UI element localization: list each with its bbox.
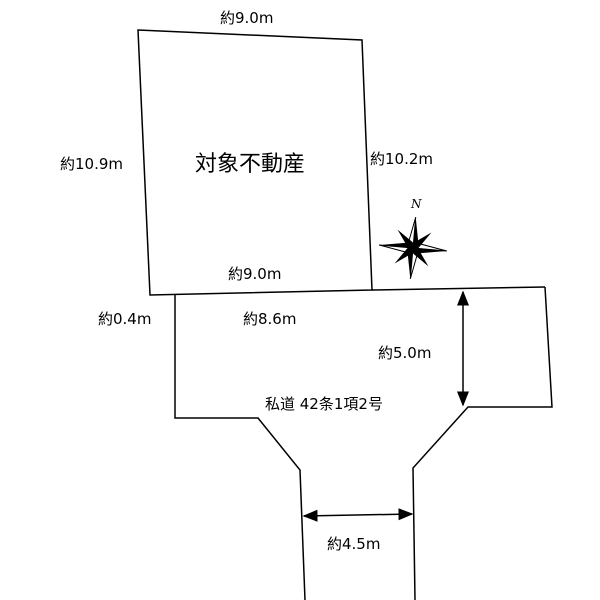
road-left-outline (174, 295, 306, 600)
dim-setback: 約0.4m (98, 310, 152, 328)
compass-north-label: N (411, 197, 422, 211)
road-right-outline (412, 286, 553, 600)
road-width-arrow (302, 508, 414, 522)
dim-road-width: 約4.5m (327, 535, 381, 553)
dim-left: 約10.9m (60, 155, 124, 173)
dim-bottom: 約9.0m (228, 265, 282, 283)
dim-road-depth: 約5.0m (378, 344, 432, 362)
dim-road-frontage: 約8.6m (243, 310, 297, 328)
road-edge-line (371, 286, 546, 291)
dim-top: 約9.0m (220, 9, 274, 27)
subject-property-title: 対象不動産 (195, 152, 306, 177)
dim-right: 約10.2m (370, 150, 434, 168)
compass-rose-icon (379, 216, 447, 280)
road-label: 私道 42条1項2号 (265, 395, 383, 413)
